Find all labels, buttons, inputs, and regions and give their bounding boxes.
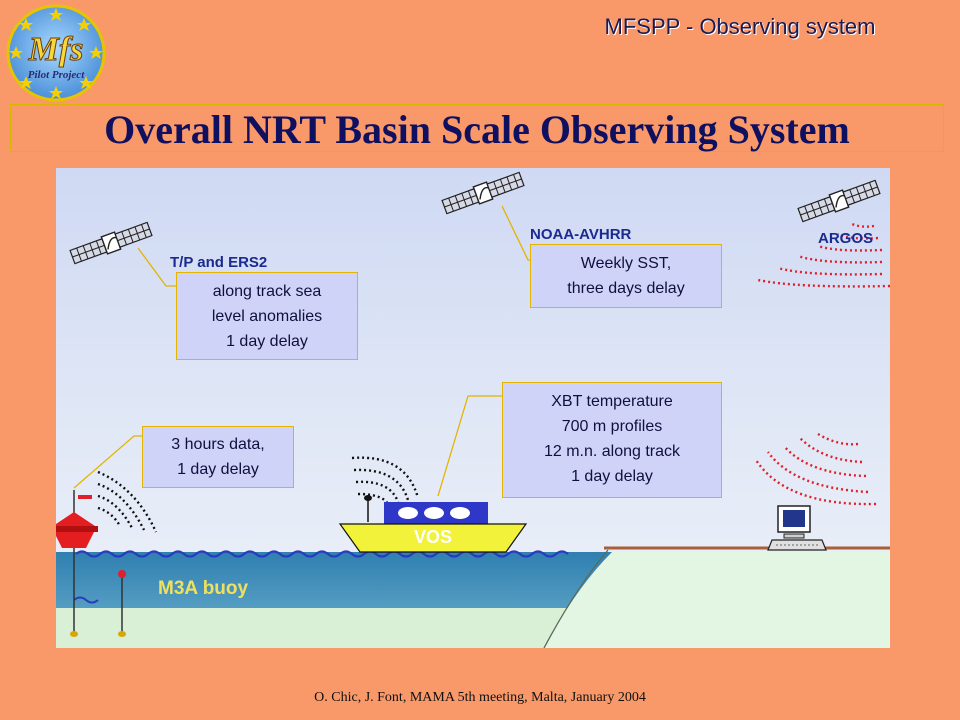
info-line: 1 day delay xyxy=(571,468,653,485)
vos-label: VOS xyxy=(413,527,452,547)
tp-ers2-info-box: along track sea level anomalies 1 day de… xyxy=(176,272,358,360)
tp-ers2-label: T/P and ERS2 xyxy=(170,254,268,271)
ship-icon xyxy=(338,495,528,553)
info-line: three days delay xyxy=(567,280,685,297)
xbt-info-box: XBT temperature 700 m profiles 12 m.n. a… xyxy=(502,382,722,498)
satellite-icon xyxy=(68,219,154,267)
logo-text: Mfs xyxy=(28,31,84,68)
noaa-avhrr-label: NOAA-AVHRR xyxy=(530,226,632,243)
info-line: 1 day delay xyxy=(177,461,259,478)
connector-line xyxy=(437,395,502,497)
logo-subtext: Pilot Project xyxy=(28,69,85,81)
footer-credit: O. Chic, J. Font, MAMA 5th meeting, Malt… xyxy=(314,690,646,705)
observing-scene: T/P and ERS2 NOAA-AVHRR ARGOS along trac… xyxy=(56,168,890,648)
logo-stars-icon xyxy=(9,8,103,99)
main-title: Overall NRT Basin Scale Observing System xyxy=(104,107,850,152)
noaa-info-box: Weekly SST, three days delay xyxy=(530,244,722,308)
info-line: level anomalies xyxy=(211,308,323,325)
scene-drawing xyxy=(56,169,890,648)
signal-waves-icon xyxy=(754,432,877,506)
signal-waves-icon xyxy=(97,470,158,533)
connector-line xyxy=(137,247,178,287)
signal-waves-icon xyxy=(757,222,890,288)
info-line: XBT temperature xyxy=(551,393,673,410)
argos-label: ARGOS xyxy=(818,230,874,247)
buoy-icon xyxy=(56,490,126,637)
computer-icon xyxy=(767,505,827,551)
info-line: along track sea xyxy=(212,283,322,300)
header-title: MFSPP - Observing system xyxy=(604,14,876,39)
info-line: Weekly SST, xyxy=(580,255,672,272)
coast-land xyxy=(544,552,890,648)
connector-line xyxy=(501,205,530,261)
main-title-frame xyxy=(10,104,944,152)
buoy-info-box: 3 hours data, 1 day delay xyxy=(142,426,294,488)
info-line: 1 day delay xyxy=(226,333,308,350)
info-line: 3 hours data, xyxy=(171,436,265,453)
info-line: 12 m.n. along track xyxy=(543,443,681,460)
m3a-buoy-label: M3A buoy xyxy=(158,578,249,599)
mfs-logo: Mfs Pilot Project xyxy=(6,4,106,102)
satellite-icon xyxy=(796,177,882,225)
info-line: 700 m profiles xyxy=(561,418,663,435)
sea-surface xyxy=(75,550,569,558)
signal-waves-icon xyxy=(351,456,420,505)
connector-line xyxy=(73,435,142,489)
satellite-icon xyxy=(440,169,526,217)
